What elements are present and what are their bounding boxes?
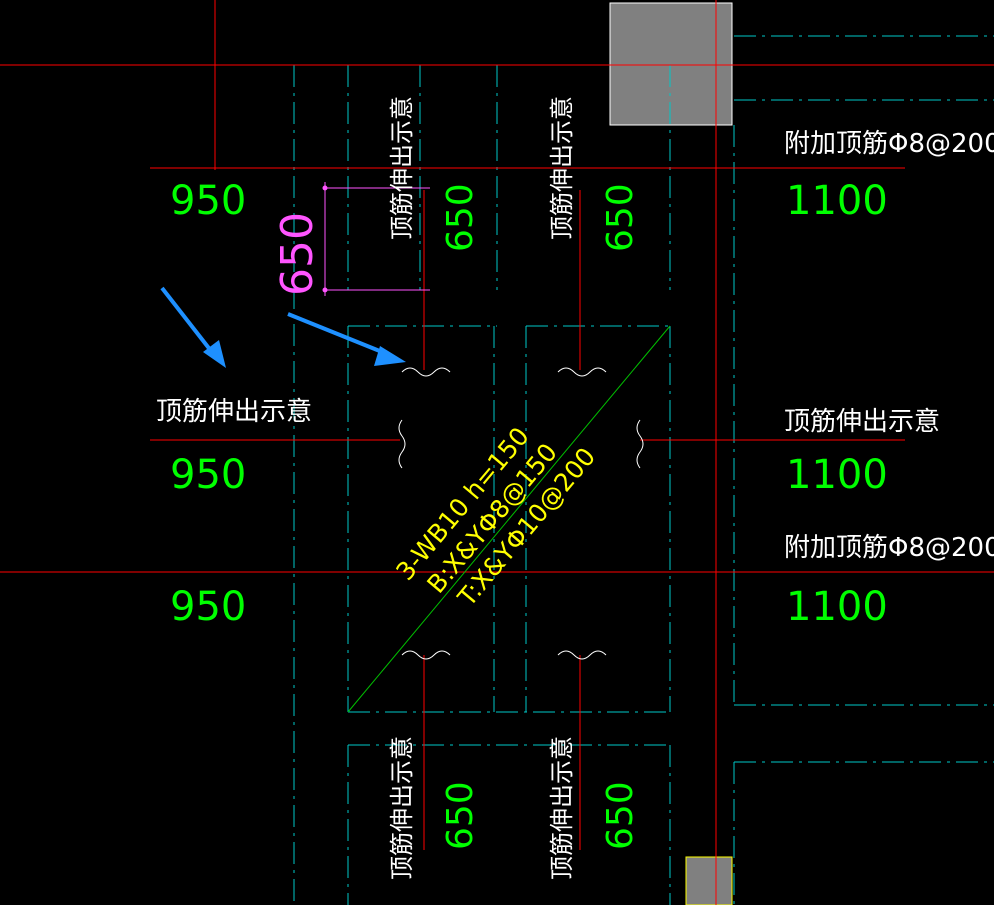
length-left-2: 950 — [170, 452, 246, 498]
length-vertical-3: 650 — [440, 781, 481, 850]
length-left-1: 950 — [170, 178, 246, 224]
length-left-3: 950 — [170, 584, 246, 630]
extension-label-vertical-3: 顶筋伸出示意 — [388, 736, 416, 880]
column-block-top — [609, 2, 733, 126]
break-marks — [398, 367, 644, 660]
additional-rebar-label-bottom: 附加顶筋Φ8@200 — [784, 533, 994, 563]
length-right-1: 1100 — [786, 178, 888, 224]
dimension-650-marker — [322, 182, 430, 296]
extension-label-vertical-1: 顶筋伸出示意 — [388, 96, 416, 240]
length-vertical-1: 650 — [440, 183, 481, 252]
blue-arrow-left — [160, 286, 226, 368]
length-right-3: 1100 — [786, 584, 888, 630]
cyan-dashed-lines — [0, 35, 994, 905]
column-block-bottom — [685, 856, 733, 905]
slab-annotation: 3-WB10 h=150 B:X&YΦ8@150 T:X&YΦ10@200 — [390, 422, 601, 613]
extension-label-right: 顶筋伸出示意 — [784, 407, 940, 437]
extension-label-left: 顶筋伸出示意 — [156, 397, 312, 427]
slab-diagonal — [347, 325, 671, 713]
extension-label-vertical-2: 顶筋伸出示意 — [548, 96, 576, 240]
length-right-2: 1100 — [786, 452, 888, 498]
additional-rebar-label-top: 附加顶筋Φ8@200 — [784, 129, 994, 159]
extension-label-vertical-4: 顶筋伸出示意 — [548, 736, 576, 880]
length-vertical-4: 650 — [600, 781, 641, 850]
length-vertical-2: 650 — [600, 183, 641, 252]
dimension-650-text: 650 — [272, 212, 323, 296]
blue-arrow-center — [287, 312, 406, 366]
